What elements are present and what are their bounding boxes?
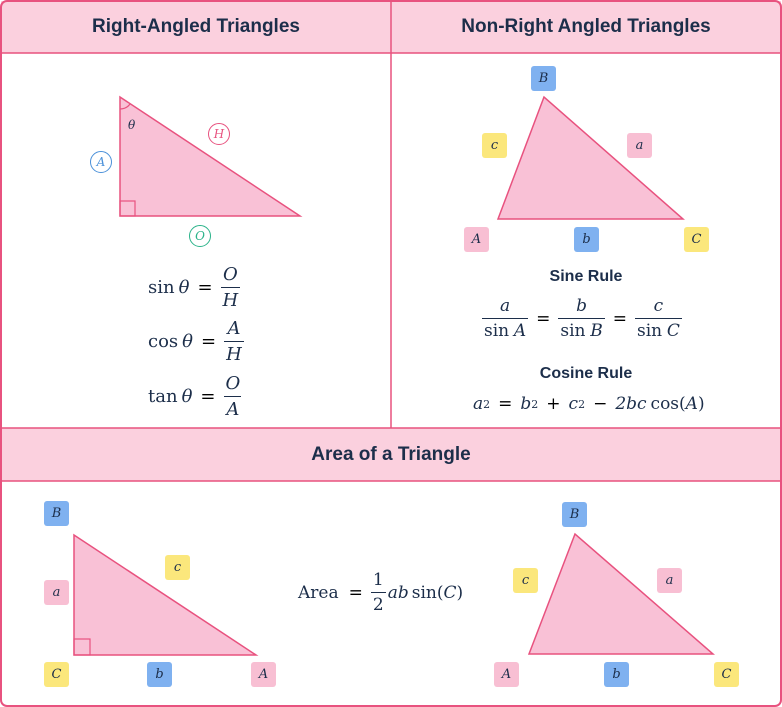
area-formula-vars: ab — [387, 582, 409, 603]
cosine-rule-arg: A — [685, 394, 698, 414]
area-formula: Area = 1 2 ab sin(C) — [298, 570, 463, 615]
sine-rule-equals-1: = — [536, 308, 551, 329]
cosine-rule-lhs-exp: 2 — [483, 397, 491, 411]
sin-fraction: O H — [220, 264, 241, 311]
sin-fn: sin — [148, 277, 175, 298]
cos-denominator: H — [224, 341, 244, 365]
label-side-O: O — [189, 225, 211, 247]
label-vertex-C: C — [684, 227, 709, 252]
area-formula-rp: ) — [456, 582, 464, 603]
label-vertex-B: B — [531, 66, 556, 91]
non-right-triangle-shape — [496, 95, 685, 220]
cos-fraction: A H — [224, 318, 244, 365]
cosine-rule-term-c: c — [568, 394, 579, 414]
tan-equals: = — [200, 386, 216, 407]
sin-numerator: O — [223, 264, 238, 285]
theta-label: θ — [128, 118, 136, 132]
area-left-vertex-A: A — [251, 662, 276, 687]
area-left-vertex-C: C — [44, 662, 69, 687]
cosine-rule-term-b-exp: 2 — [531, 397, 539, 411]
cosine-rule-minus: − — [593, 394, 608, 414]
area-right-angle-marker — [73, 638, 91, 656]
cos-numerator: A — [227, 318, 241, 339]
cos-equation: cos θ = A H — [148, 318, 244, 365]
area-left-vertex-B: B — [44, 501, 69, 526]
area-formula-half: 1 2 — [370, 570, 386, 615]
area-formula-arg: C — [443, 582, 457, 603]
area-right-vertex-B: B — [562, 502, 587, 527]
area-right-side-b: b — [604, 662, 629, 687]
area-left-side-c: c — [165, 555, 190, 580]
label-side-a: a — [627, 133, 652, 158]
cosine-rule-lp: ( — [679, 394, 686, 414]
cos-equals: = — [201, 331, 217, 352]
sine-rule-frac-3: c sin C — [635, 296, 682, 341]
sine-rule-den-1-fn: sin — [484, 321, 510, 341]
theta-arc — [119, 103, 131, 110]
cosine-rule-term-c-exp: 2 — [578, 397, 586, 411]
sine-rule-num-2: b — [576, 296, 588, 316]
cosine-rule-lhs: a — [473, 394, 484, 414]
right-triangle-shape — [119, 95, 303, 217]
cos-fn: cos — [148, 331, 179, 352]
tan-var: θ — [181, 386, 193, 407]
cosine-rule-rp: ) — [697, 394, 705, 414]
area-left-side-b: b — [147, 662, 172, 687]
tan-fraction: O A — [224, 373, 243, 420]
sine-rule-den-3-fn: sin — [637, 321, 663, 341]
area-right-side-a: a — [657, 568, 682, 593]
label-side-A: A — [90, 151, 112, 173]
sine-rule-frac-2: b sin B — [558, 296, 605, 341]
label-side-b: b — [574, 227, 599, 252]
cosine-rule-title: Cosine Rule — [539, 365, 633, 382]
cos-var: θ — [182, 331, 193, 352]
sine-rule-title: Sine Rule — [549, 268, 623, 285]
right-angle-marker — [119, 200, 136, 217]
label-side-H: H — [208, 123, 230, 145]
area-formula-label: Area — [298, 582, 339, 603]
area-formula-equals: = — [348, 582, 363, 603]
cosine-rule-coef: 2bc — [615, 394, 647, 414]
cosine-rule-fn: cos — [650, 394, 680, 414]
header-area: Area of a Triangle — [311, 443, 471, 465]
tan-equation: tan θ = O A — [148, 373, 242, 420]
tan-denominator: A — [224, 396, 242, 420]
cosine-rule-equals: = — [498, 394, 513, 414]
label-vertex-A: A — [464, 227, 489, 252]
area-right-vertex-A: A — [494, 662, 519, 687]
sine-rule-equation: a sin A = b sin B = c sin C — [482, 296, 682, 341]
area-formula-den: 2 — [370, 592, 386, 615]
sin-equation: sin θ = O H — [148, 264, 241, 311]
tan-fn: tan — [148, 386, 178, 407]
sine-rule-equals-2: = — [612, 308, 627, 329]
sine-rule-den-1-var: A — [513, 321, 527, 341]
label-side-c: c — [482, 133, 507, 158]
tan-numerator: O — [225, 373, 241, 394]
sin-equals: = — [197, 277, 213, 298]
sin-var: θ — [178, 277, 190, 298]
sine-rule-num-1: a — [500, 296, 511, 316]
area-right-side-c: c — [513, 568, 538, 593]
area-right-vertex-C: C — [714, 662, 739, 687]
sine-rule-den-3-var: C — [666, 321, 680, 341]
header-right-angled: Right-Angled Triangles — [92, 16, 300, 37]
cosine-rule-term-b: b — [520, 394, 532, 414]
sine-rule-num-3: c — [653, 296, 664, 316]
header-bg-area — [1, 428, 781, 481]
cosine-rule-plus: + — [546, 394, 561, 414]
sine-rule-frac-1: a sin A — [482, 296, 529, 341]
area-formula-fn: sin — [411, 582, 437, 603]
area-right-triangle-shape — [527, 532, 716, 655]
header-non-right-angled: Non-Right Angled Triangles — [461, 16, 711, 37]
area-left-triangle-shape — [73, 533, 259, 656]
sine-rule-den-2-fn: sin — [560, 321, 586, 341]
area-formula-lp: ( — [436, 582, 444, 603]
sin-denominator: H — [220, 287, 241, 311]
area-left-side-a: a — [44, 580, 69, 605]
sine-rule-den-2-var: B — [590, 321, 603, 341]
area-formula-num: 1 — [372, 570, 384, 590]
